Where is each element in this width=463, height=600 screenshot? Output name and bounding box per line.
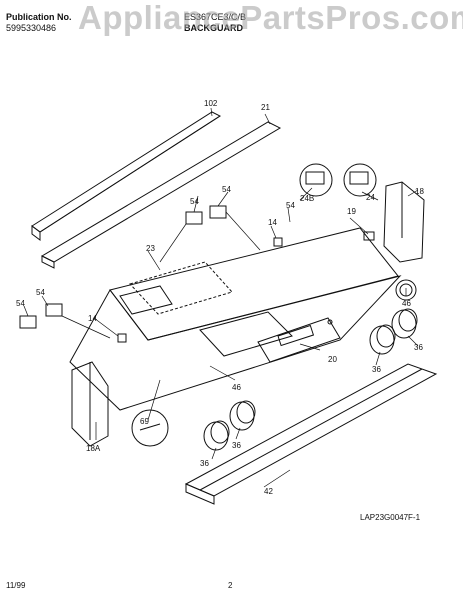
callout-42: 42	[264, 487, 273, 496]
callout-14-top: 14	[268, 218, 277, 227]
knob-36-left	[203, 420, 230, 451]
callout-21: 21	[261, 103, 270, 112]
callout-69: 69	[140, 417, 149, 426]
knob-36-right-a	[369, 324, 396, 355]
lamp-24	[343, 163, 377, 197]
callout-54-d: 54	[36, 288, 45, 297]
callout-23: 23	[146, 244, 155, 253]
part-20-clock-module	[257, 317, 341, 363]
callout-46-right: 46	[402, 299, 411, 308]
callout-18a: 18A	[86, 444, 101, 453]
part-102-trim-strip	[31, 111, 222, 241]
switch-54-c	[45, 303, 63, 317]
model-number: ES367CE3/C/B	[184, 12, 247, 22]
lamp-24b	[299, 163, 333, 197]
part-18a-side-bracket	[71, 361, 109, 447]
callout-36-left: 36	[200, 459, 209, 468]
callout-46-center: 46	[232, 383, 241, 392]
part-23-backguard-panel	[69, 227, 402, 411]
callout-36-right-b: 36	[414, 343, 423, 352]
watermark: AppliancePartsPros.com	[78, 0, 463, 36]
callout-36-center: 36	[232, 441, 241, 450]
knob-36-center	[229, 400, 256, 431]
callout-36-right-a: 36	[372, 365, 381, 374]
footer-date: 11/99	[6, 581, 26, 590]
publication-number: 5995330486	[6, 23, 57, 33]
callout-54-e: 54	[16, 299, 25, 308]
section-title: BACKGUARD	[184, 23, 243, 33]
part-19-connector	[363, 231, 375, 241]
callout-20: 20	[328, 355, 337, 364]
switch-54-a	[185, 211, 203, 225]
part-14-connector-a	[273, 237, 283, 247]
callout-54-c: 54	[286, 201, 295, 210]
callout-19: 19	[347, 207, 356, 216]
part-18-side-bracket	[383, 181, 425, 263]
switch-54-b	[209, 205, 227, 219]
switch-54-d	[19, 315, 37, 329]
publication-label: Publication No.	[6, 12, 72, 22]
callouts: 102 21 18 18A 19 20 23 24 24B 14 14 36 3…	[16, 99, 424, 496]
knob-36-right-b	[391, 308, 418, 339]
part-42-front-trim	[184, 363, 438, 505]
callout-14-left: 14	[88, 314, 97, 323]
part-14-connector-b	[117, 333, 127, 343]
callout-18: 18	[415, 187, 424, 196]
callout-24b: 24B	[300, 194, 314, 203]
leader-lines	[23, 107, 419, 488]
diagram-code: LAP23G0047F-1	[360, 513, 421, 522]
callout-54-a: 54	[190, 197, 199, 206]
part-69-detail	[131, 409, 169, 447]
callout-54-b: 54	[222, 185, 231, 194]
part-21-top-rail	[40, 121, 282, 269]
page-number: 2	[228, 581, 233, 590]
callout-24: 24	[366, 193, 375, 202]
callout-102: 102	[204, 99, 218, 108]
